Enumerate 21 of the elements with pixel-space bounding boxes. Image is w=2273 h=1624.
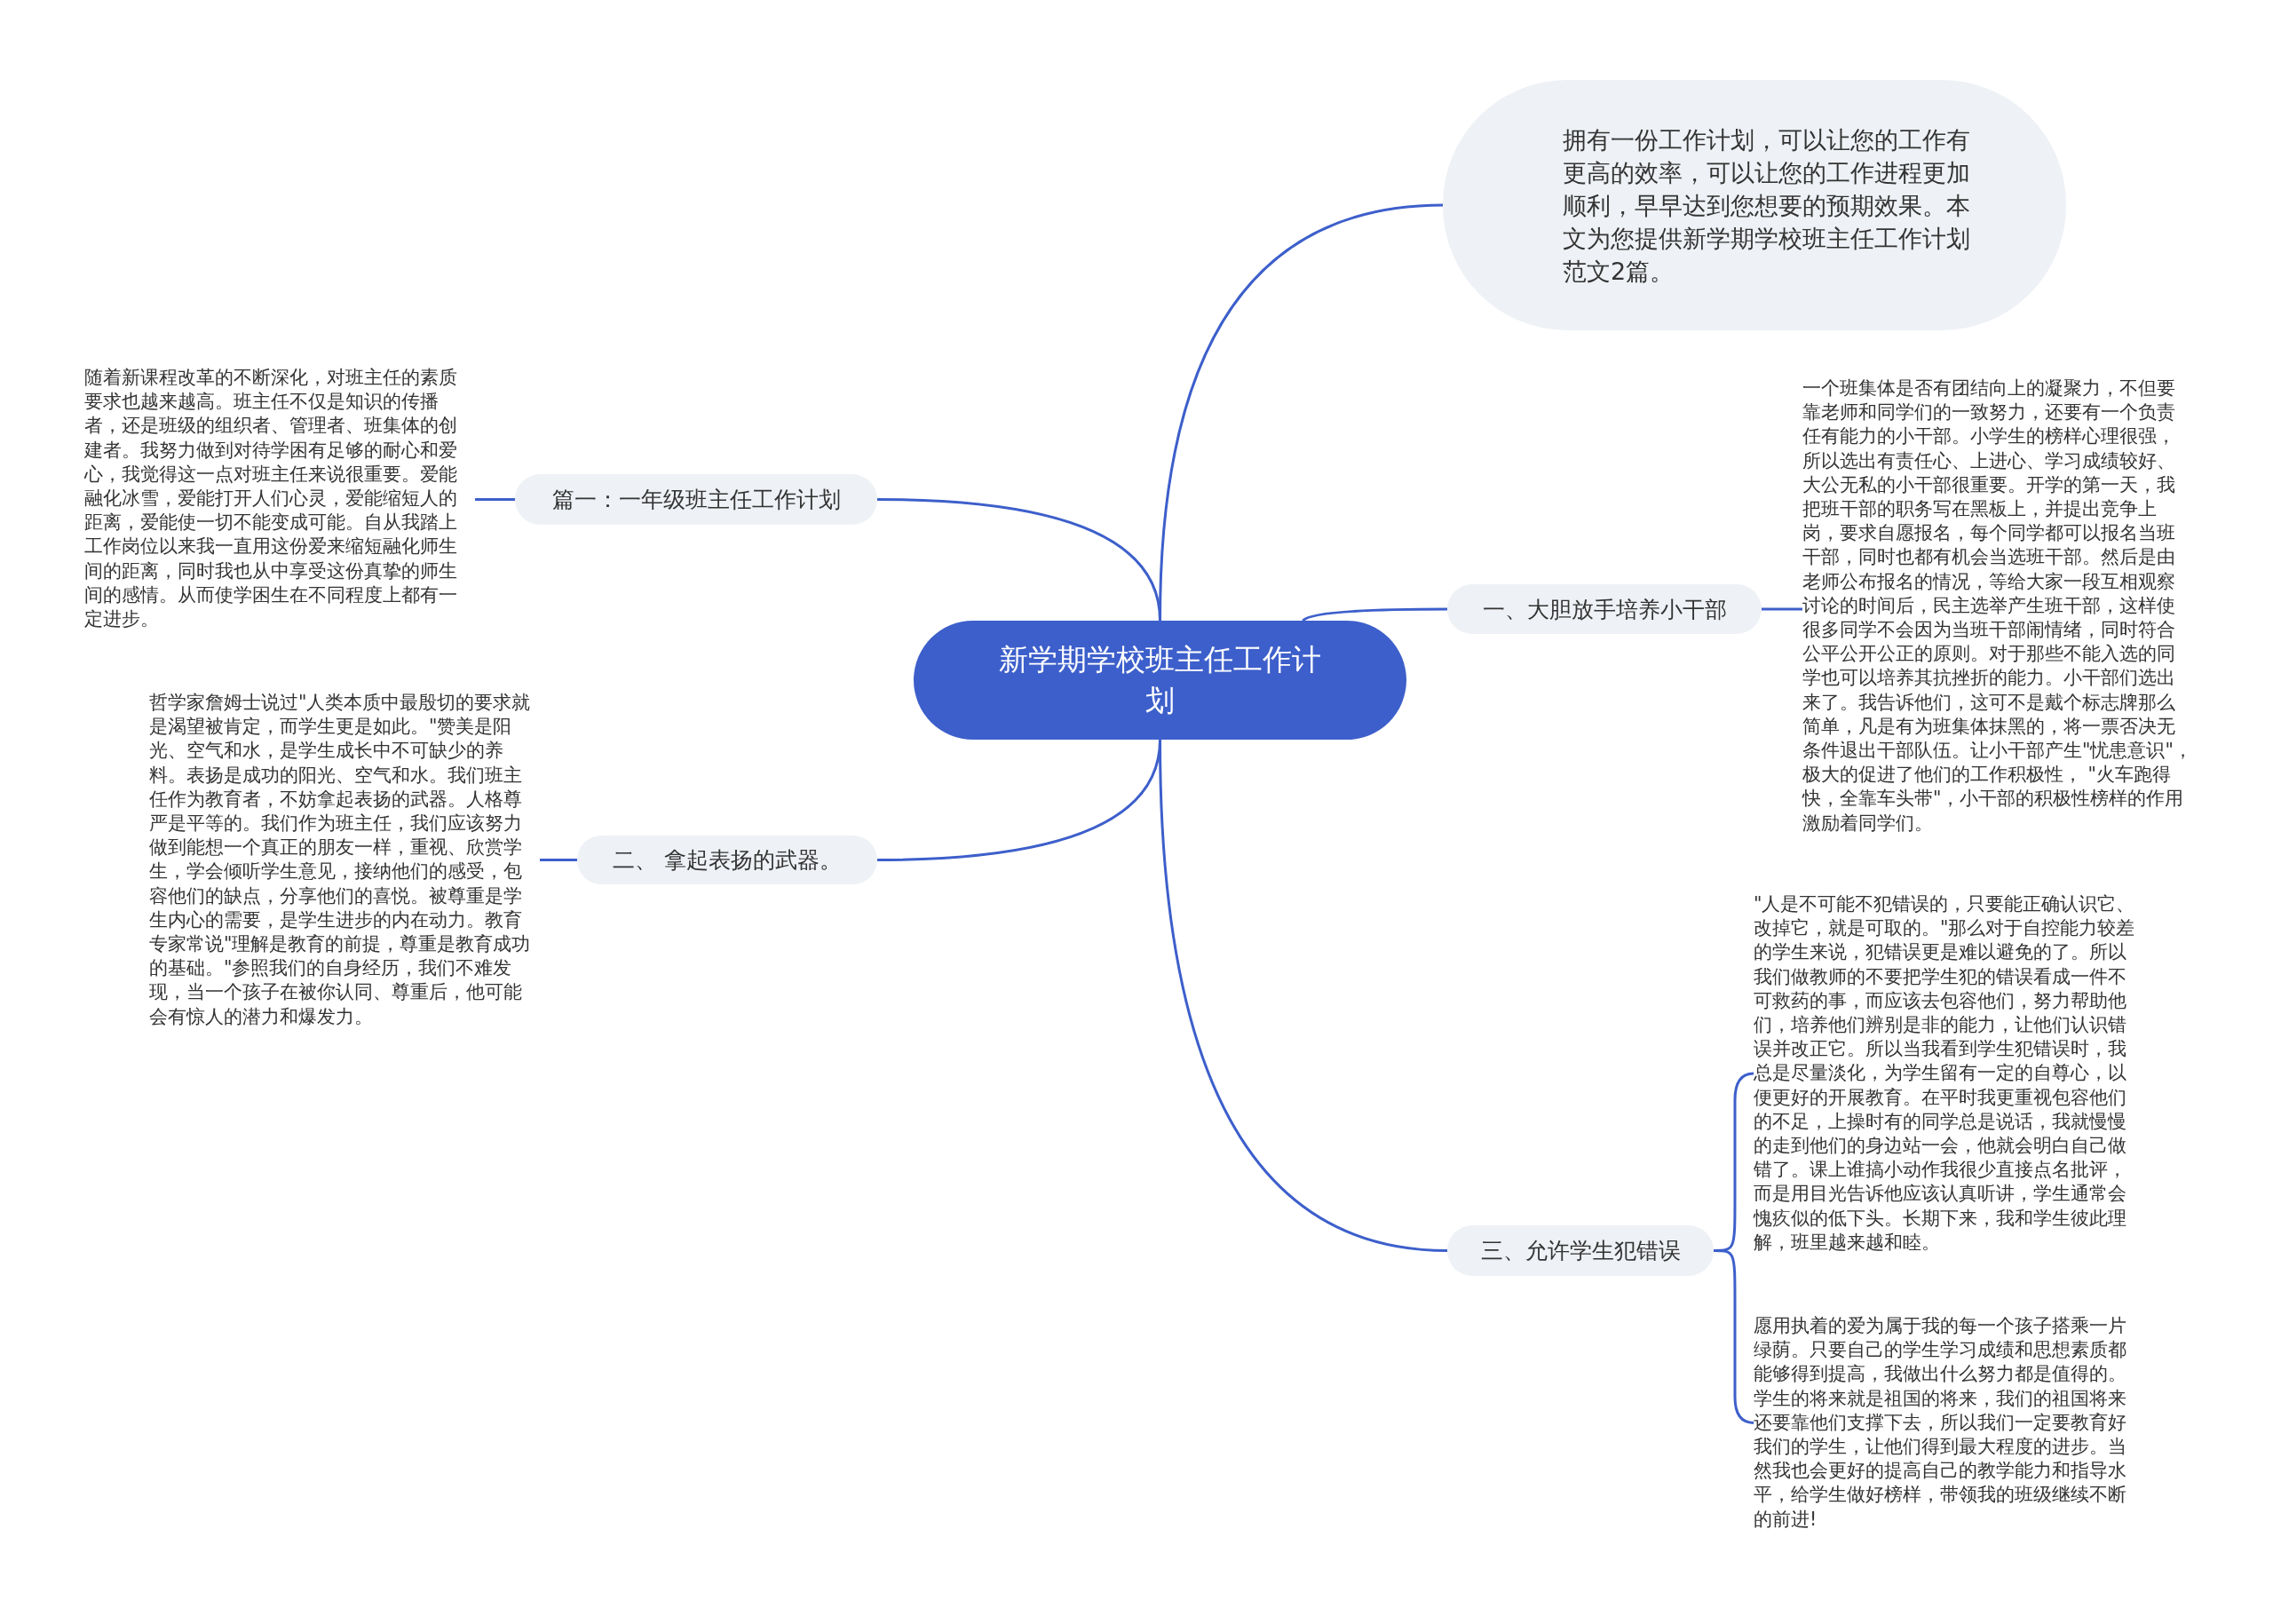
topic-title: 新学期学校班主任工作计划 bbox=[998, 641, 1322, 719]
topic-pill bbox=[515, 474, 877, 525]
paragraph: 随着新课程改革的不断深化，对班主任的素质要求也越来越高。班主任不仅是知识的传播者，还是班级的组织者、管理者、班集体的创建者。我努力做到对待学困有足够的耐心和爱心，我觉得这一点对班主任来说很重要。爱能融化冰雪，爱能打开人们心灵，爱能缩短人的距离，爱能使一切不能变成可能。自从我踏上工作岗位以来我一直用这份爱来缩短融化师生间的距离，同时我也从中享受这份真挚的师生间的感情。从而使学困生在不同程度上都有一定进步。 bbox=[84, 366, 475, 632]
paragraph: "人是不可能不犯错误的，只要能正确认识它、改掉它，就是可取的。"那么对于自控能力较差的学生来说，犯错误更是难以避免的了。所以我们做教师的不要把学生犯的错误看成一件不可救药的事，而应该去包容他们，努力帮助他们，培养他们辨别是非的能力，让他们认识错误并改正它。所以当我看到学生犯错误时，我总是尽量淡化，为学生留有一定的自尊心，以便更好的开展教育。在平时我更重视包容他们的不足，上操时有的同学总是说话，我就慢慢的走到他们的身边站一会，他就会明白自己做错了。课上谁搞小动作我很少直接点名批评，而是用目光告诉他应该认真听讲，学生通常会愧疚似的低下头。长期下来，我和学生彼此理解，班里越来越和睦。 bbox=[1754, 892, 2144, 1256]
note-text: 拥有一份工作计划，可以让您的工作有更高的效率，可以让您的工作进程更加顺利，早早达到您想要的预期效果。本文为您提供新学期学校班主任工作计划范文2篇。 bbox=[1563, 124, 1971, 287]
topic-pill bbox=[1447, 1225, 1714, 1276]
topic-label: 篇一：一年级班主任工作计划 bbox=[551, 486, 841, 514]
connector-line bbox=[1159, 739, 1448, 1252]
connector-line bbox=[876, 498, 1161, 622]
topic-label: 三、允许学生犯错误 bbox=[1480, 1237, 1681, 1265]
connector-line bbox=[1302, 607, 1447, 622]
connector-line bbox=[540, 859, 577, 861]
connector-line bbox=[475, 498, 515, 501]
paragraph: 一个班集体是否有团结向上的凝聚力，不但要靠老师和同学们的一致努力，还要有一个负责任有能力的小干部。小学生的榜样心理很强，所以选出有责任心、上进心、学习成绩较好、大公无私的小干部很重要。开学的第一天，我把班干部的职务写在黑板上，并提出竞争上岗，要求自愿报名，每个同学都可以报名当班干部，同时也都有机会当选班干部。然后是由老师公布报名的情况，等给大家一段互相观察讨论的时间后，民主选举产生班干部，这样使很多同学不会因为当班干部闹情绪，同时符合公平公开公正的原则。对于那些不能入选的同学也可以培养其抗挫折的能力。小干部们选出来了。我告诉他们，这可不是戴个标志牌那么简单，凡是有为班集体抹黑的，将一票否决无条件退出干部队伍。让小干部产生"忧患意识"，极大的促进了他们的工作积极性， "火车跑得快，全靠车头带"，小干部的积极性榜样的作用激励着同学们。 bbox=[1802, 376, 2193, 836]
connector-line bbox=[1762, 607, 1802, 611]
paragraph: 愿用执着的爱为属于我的每一个孩子搭乘一片绿荫。只要自己的学生学习成绩和思想素质都能够得到提高，我做出什么努力都是值得的。学生的将来就是祖国的将来，我们的祖国将来还要靠他们支撑下去，所以我们一定要教育好我们的学生，让他们得到最大程度的进步。当然我也会更好的提高自己的教学能力和指导水平，给学生做好榜样，带领我的班级继续不断的前进! bbox=[1754, 1314, 2144, 1532]
topic-label: 二、 拿起表扬的武器。 bbox=[613, 846, 842, 875]
topic-pill bbox=[1447, 584, 1762, 634]
paragraph: 哲学家詹姆士说过"人类本质中最殷切的要求就是渴望被肯定，而学生更是如此。"赞美是阳光、空气和水，是学生成长中不可缺少的养料。表扬是成功的阳光、空气和水。我们班主任作为教育者，不妨拿起表扬的武器。人格尊严是平等的。我们作为班主任，我们应该努力做到能想一个真正的朋友一样，重视、欣赏学生，学会倾听学生意见，接纳他们的感受，包容他们的缺点，分享他们的喜悦。被尊重是学生内心的需要，是学生进步的内在动力。教育专家常说"理解是教育的前提，尊重是教育成功的基础。"参照我们的自身经历，我们不难发现，当一个孩子在被你认同、尊重后，他可能会有惊人的潜力和爆发力。 bbox=[149, 691, 540, 1029]
connector-line bbox=[1714, 1249, 1754, 1424]
topic-label: 一、大胆放手培养小干部 bbox=[1482, 595, 1727, 624]
